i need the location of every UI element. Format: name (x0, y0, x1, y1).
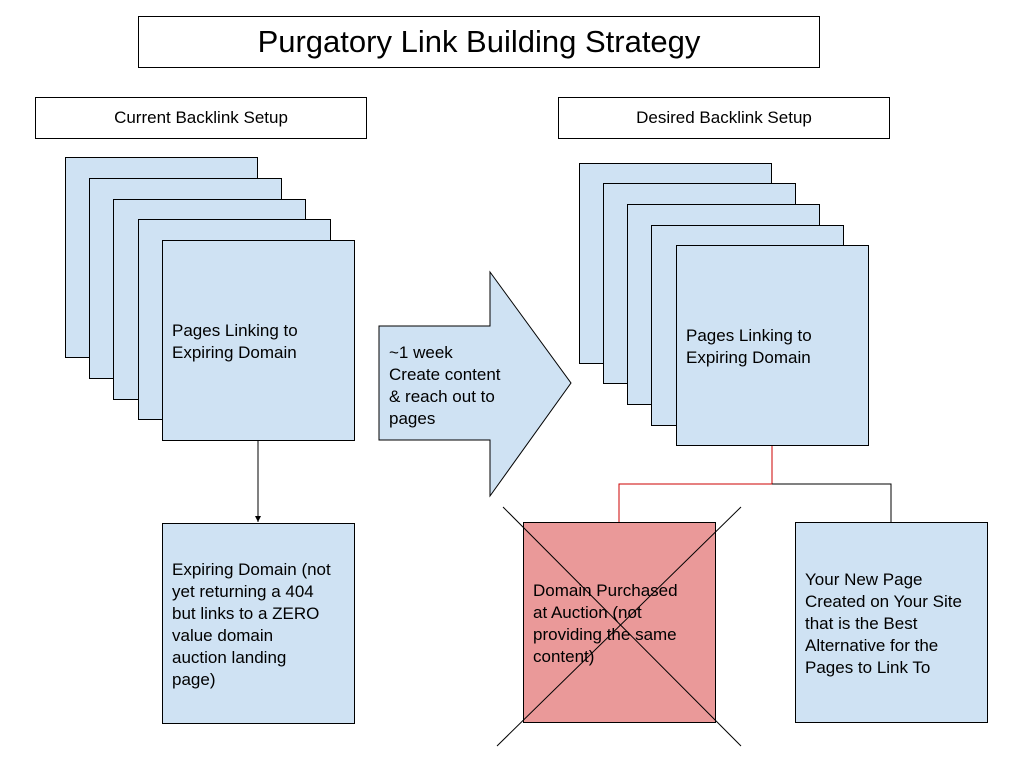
diagram-title: Purgatory Link Building Strategy (138, 16, 820, 68)
expiring-domain-label: Expiring Domain (not yet returning a 404… (172, 560, 331, 689)
new-page-box: Your New Page Created on Your Site that … (795, 522, 988, 723)
desired-pages-linking-box: Pages Linking to Expiring Domain (676, 245, 869, 446)
current-pages-linking-box: Pages Linking to Expiring Domain (162, 240, 355, 441)
transition-block-arrow (378, 270, 572, 498)
expiring-domain-box: Expiring Domain (not yet returning a 404… (162, 523, 355, 724)
transition-arrow-label: ~1 week Create content & reach out to pa… (389, 343, 501, 428)
current-setup-header: Current Backlink Setup (35, 97, 367, 139)
cross-out-line-1 (502, 506, 742, 747)
current-pages-linking-label: Pages Linking to Expiring Domain (172, 321, 298, 362)
purchased-domain-label: Domain Purchased at Auction (not providi… (533, 581, 678, 666)
cross-out-line-2 (496, 506, 742, 747)
new-page-label: Your New Page Created on Your Site that … (805, 570, 962, 677)
desired-setup-header: Desired Backlink Setup (558, 97, 890, 139)
pages-to-purchased-domain-connector (618, 446, 773, 522)
pages-to-new-page-connector (772, 483, 892, 522)
desired-pages-linking-label: Pages Linking to Expiring Domain (686, 326, 812, 367)
